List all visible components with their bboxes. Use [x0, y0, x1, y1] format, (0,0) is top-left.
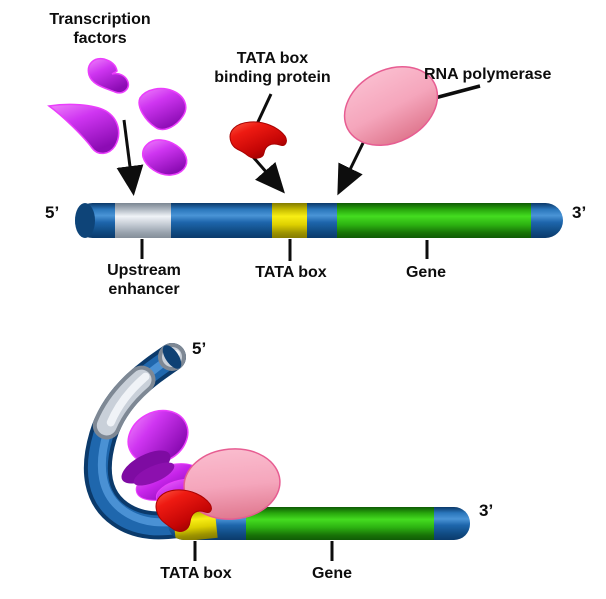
- gene-label-top: Gene: [405, 264, 446, 281]
- tata-box-label-bottom: TATA box: [160, 565, 232, 582]
- three-prime-label-bottom: 3’: [479, 501, 494, 520]
- five-prime-label-bottom: 5’: [192, 339, 207, 358]
- gene-segment-top: [337, 203, 531, 238]
- transcription-factor-fold: [133, 462, 175, 486]
- transcription-factors-arrow: [116, 119, 144, 196]
- dna-loop-end-cap: [162, 345, 182, 369]
- rna-polymerase-blob-top: [343, 66, 439, 146]
- tbp-blob-top: [229, 121, 287, 159]
- five-prime-label-top: 5’: [45, 203, 60, 222]
- tbp-label-pointer-line: [255, 93, 273, 125]
- transcription-factors-group: [47, 57, 188, 176]
- tata-box-label-top: TATA box: [255, 264, 327, 281]
- rna-polymerase-pointer-line: [430, 84, 481, 101]
- rna-polymerase-arrow: [337, 140, 366, 196]
- transcription-factor-blob: [47, 103, 120, 155]
- enhancer-segment-loop-highlight: [97, 350, 186, 527]
- rna-polymerase-label: RNA polymerase: [424, 66, 552, 83]
- transcription-factor-blob: [141, 139, 188, 176]
- dna-loop: [83, 343, 192, 540]
- tbp-label: TATA box binding protein: [214, 50, 331, 86]
- tbp-blob-bottom: [155, 489, 212, 532]
- transcription-factor-blob: [138, 87, 187, 131]
- gene-label-bottom: Gene: [311, 565, 352, 582]
- dna-strand-top-left-cap: [75, 203, 95, 238]
- transcription-factor-blob: [87, 57, 130, 94]
- dna-strand-top: [75, 203, 563, 238]
- transcription-factors-label: Transcription factors: [49, 11, 151, 47]
- three-prime-label-top: 3’: [572, 203, 587, 222]
- transcription-factor-fold: [121, 450, 171, 484]
- upstream-enhancer-segment: [115, 203, 171, 238]
- upstream-enhancer-label: Upstream enhancer: [107, 262, 181, 298]
- gene-segment-bottom: [246, 507, 434, 540]
- tata-box-segment-top: [272, 203, 307, 238]
